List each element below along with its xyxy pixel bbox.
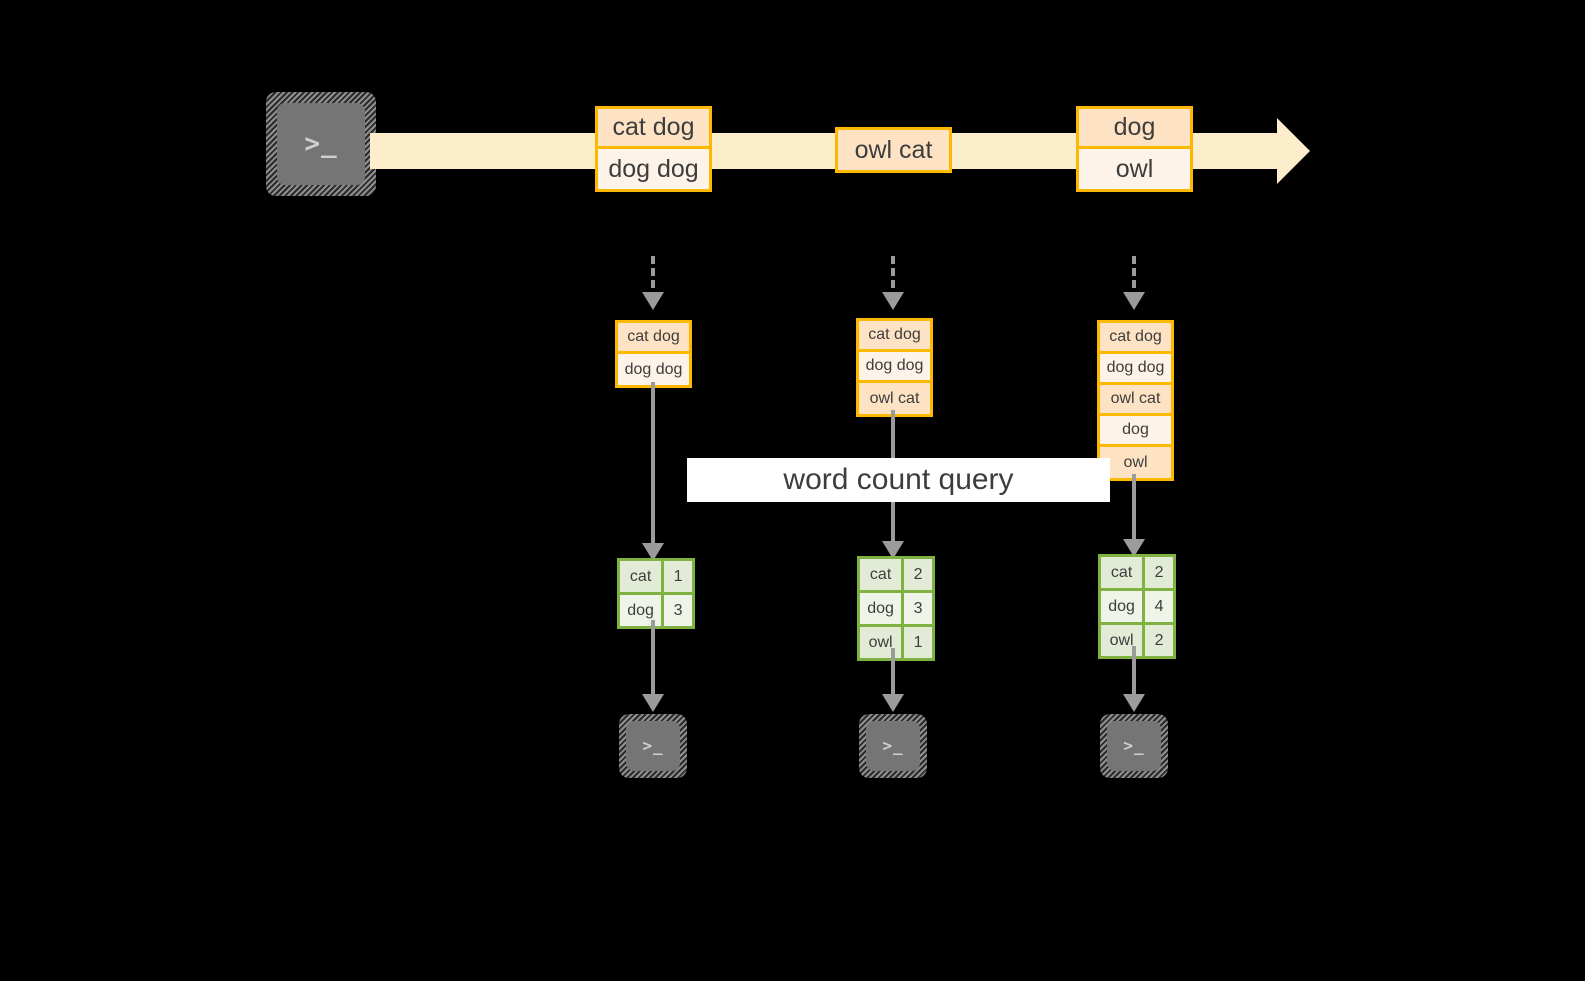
result-word: dog [1101, 591, 1146, 622]
input-row: owl [1100, 447, 1171, 478]
terminal-prompt-glyph: >_ [642, 736, 664, 755]
stream-to-input-arrowhead-3 [1123, 292, 1145, 310]
input-table-column-3: cat dog dog dog owl cat dog owl [1097, 320, 1174, 481]
result-row: cat 1 [620, 561, 692, 595]
result-row: dog 3 [860, 593, 932, 627]
input-row: dog dog [618, 354, 689, 385]
result-table-column-1: cat 1 dog 3 [617, 558, 695, 629]
stream-to-input-connector-2 [891, 256, 895, 300]
input-row: cat dog [1100, 323, 1171, 354]
result-row: cat 2 [860, 559, 932, 593]
result-count: 2 [1154, 563, 1164, 581]
stream-batch-3: dog owl [1076, 106, 1193, 192]
result-count: 3 [673, 601, 683, 619]
query-arrowhead-2 [882, 541, 904, 559]
result-word: owl [1101, 625, 1146, 656]
result-count: 1 [913, 633, 923, 651]
input-row: owl cat [1100, 385, 1171, 416]
stream-to-input-connector-3 [1132, 256, 1136, 300]
source-terminal-icon: >_ [266, 92, 376, 196]
terminal-prompt-glyph: >_ [1123, 736, 1145, 755]
query-connector-3 [1132, 474, 1136, 558]
result-count: 4 [1154, 597, 1164, 615]
result-count: 3 [913, 599, 923, 617]
terminal-screen [277, 103, 365, 185]
result-count: 1 [673, 567, 683, 585]
result-row: dog 3 [620, 595, 692, 626]
stream-to-input-arrowhead-2 [882, 292, 904, 310]
input-table-column-1: cat dog dog dog [615, 320, 692, 388]
result-row: dog 4 [1101, 591, 1173, 625]
stream-to-input-connector-1 [651, 256, 655, 300]
result-word: owl [860, 627, 905, 658]
input-row: cat dog [859, 321, 930, 352]
input-table-column-2: cat dog dog dog owl cat [856, 318, 933, 417]
sink-arrowhead-2 [882, 694, 904, 712]
result-word: cat [620, 561, 665, 592]
result-row: owl 1 [860, 627, 932, 658]
stream-batch-1-line-1: cat dog [598, 109, 709, 149]
terminal-prompt-glyph: >_ [304, 129, 338, 159]
terminal-screen [1107, 721, 1161, 771]
sink-arrowhead-1 [642, 694, 664, 712]
query-connector-1 [651, 382, 655, 560]
input-row: cat dog [618, 323, 689, 354]
result-count: 2 [1154, 631, 1164, 649]
sink-connector-3 [1132, 646, 1136, 700]
stream-arrow-icon [1277, 118, 1310, 184]
stream-batch-1: cat dog dog dog [595, 106, 712, 192]
terminal-screen [866, 721, 920, 771]
result-word: dog [860, 593, 905, 624]
input-row: dog dog [859, 352, 930, 383]
result-count: 2 [913, 565, 923, 583]
stream-batch-3-line-1: dog [1079, 109, 1190, 149]
input-row: owl cat [859, 383, 930, 414]
result-word: cat [860, 559, 905, 590]
stream-batch-1-line-2: dog dog [598, 149, 709, 189]
terminal-prompt-glyph: >_ [882, 736, 904, 755]
result-table-column-3: cat 2 dog 4 owl 2 [1098, 554, 1176, 659]
query-label: word count query [687, 458, 1110, 502]
sink-terminal-icon-1: >_ [619, 714, 687, 778]
result-table-column-2: cat 2 dog 3 owl 1 [857, 556, 935, 661]
stream-batch-3-line-2: owl [1079, 149, 1190, 189]
sink-arrowhead-3 [1123, 694, 1145, 712]
input-row: dog [1100, 416, 1171, 447]
query-arrowhead-3 [1123, 539, 1145, 557]
sink-terminal-icon-2: >_ [859, 714, 927, 778]
sink-terminal-icon-3: >_ [1100, 714, 1168, 778]
query-arrowhead-1 [642, 543, 664, 561]
stream-to-input-arrowhead-1 [642, 292, 664, 310]
sink-connector-2 [891, 648, 895, 700]
input-row: dog dog [1100, 354, 1171, 385]
terminal-screen [626, 721, 680, 771]
stream-batch-2-line-1: owl cat [838, 130, 949, 170]
result-row: owl 2 [1101, 625, 1173, 656]
result-row: cat 2 [1101, 557, 1173, 591]
stream-batch-2: owl cat [835, 127, 952, 173]
result-word: dog [620, 595, 665, 626]
result-word: cat [1101, 557, 1146, 588]
sink-connector-1 [651, 620, 655, 700]
